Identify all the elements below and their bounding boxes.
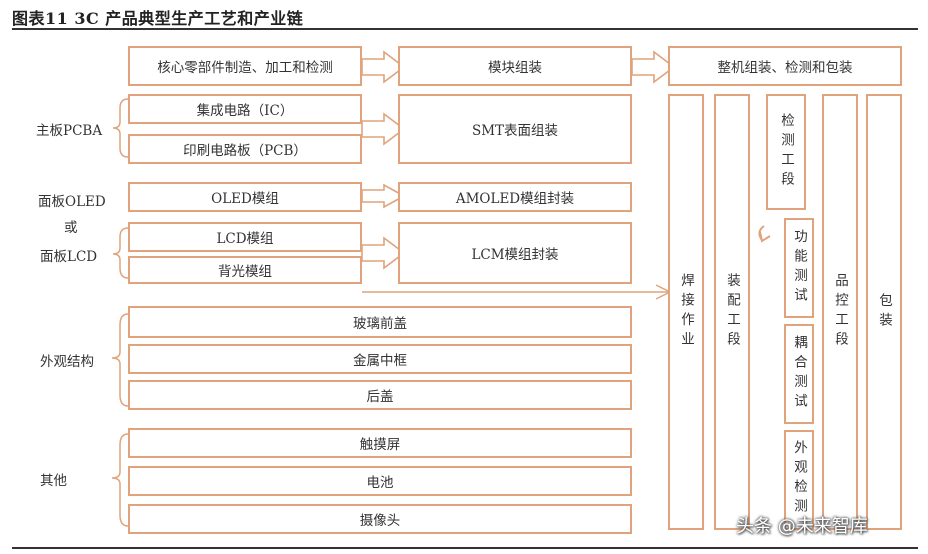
box-welding: 焊接作业 [668, 94, 704, 530]
label-lcd: 面板LCD [40, 249, 98, 265]
box-lcm: LCM模组封装 [398, 222, 632, 284]
box-coupling-test: 耦合测试 [784, 324, 814, 424]
packing-label: 包装 [876, 292, 892, 332]
function-test-label: 功能测试 [791, 229, 807, 307]
box-back-cover: 后盖 [128, 380, 632, 410]
arrow-pcb-to-smt [361, 112, 406, 146]
brace-pcba [112, 98, 129, 158]
label-structure: 外观结构 [40, 354, 94, 370]
label-other: 其他 [40, 473, 67, 489]
page-title: 图表11 3C 产品典型生产工艺和产业链 [12, 9, 304, 28]
box-smt: SMT表面组装 [398, 94, 632, 164]
label-oled: 面板OLED [38, 194, 106, 210]
arrow-oled-to-amoled [361, 183, 406, 209]
box-module-assembly: 模块组装 [398, 46, 632, 86]
box-touch: 触摸屏 [128, 428, 632, 458]
box-amoled: AMOLED模组封装 [398, 182, 632, 212]
label-or: 或 [64, 220, 78, 236]
arrow-module-to-final [631, 50, 676, 84]
box-core-parts: 核心零部件制造、加工和检测 [128, 46, 362, 86]
box-battery: 电池 [128, 466, 632, 496]
top-rule [12, 28, 918, 30]
label-pcba: 主板PCBA [36, 123, 103, 139]
box-qc: 品控工段 [822, 94, 858, 530]
box-appearance-test: 外观检测 [784, 430, 814, 530]
appearance-test-label: 外观检测 [791, 440, 807, 518]
box-inspection: 检测工段 [766, 94, 806, 210]
box-final-assembly: 整机组装、检测和包装 [668, 46, 902, 86]
box-glass-cover: 玻璃前盖 [128, 306, 632, 338]
box-backlight: 背光模组 [128, 256, 362, 284]
box-packing: 包装 [866, 94, 902, 530]
box-camera: 摄像头 [128, 504, 632, 534]
arrow-lcd-to-lcm [361, 236, 406, 270]
box-metal-frame: 金属中框 [128, 344, 632, 374]
box-ic: 集成电路（IC） [128, 94, 362, 124]
box-pcb: 印刷电路板（PCB） [128, 134, 362, 164]
brace-lcd [112, 227, 129, 279]
box-lcd-module: LCD模组 [128, 222, 362, 252]
box-assembly: 装配工段 [714, 94, 750, 530]
inspection-label: 检测工段 [778, 113, 794, 191]
brace-other [111, 433, 129, 527]
watermark: 头条 @未来智库 [736, 516, 868, 537]
welding-label: 焊接作业 [678, 273, 694, 351]
box-function-test: 功能测试 [784, 218, 814, 318]
arrow-core-to-module [361, 50, 406, 84]
assembly-label: 装配工段 [724, 273, 740, 351]
box-oled-module: OLED模组 [128, 182, 362, 212]
bottom-rule [12, 547, 918, 549]
qc-label: 品控工段 [832, 273, 848, 351]
brace-structure [111, 313, 129, 407]
coupling-test-label: 耦合测试 [791, 335, 807, 413]
